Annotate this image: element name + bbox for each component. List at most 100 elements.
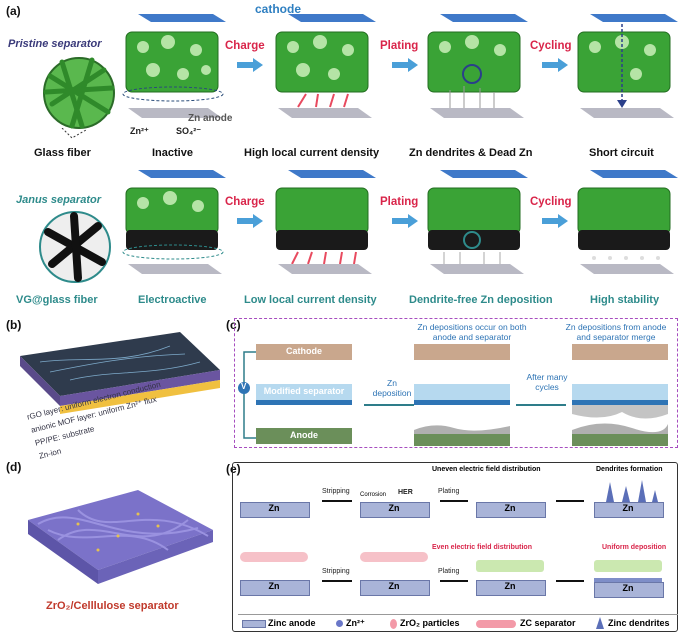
panel-c-frame xyxy=(234,318,678,448)
so4-label: SO₄²⁻ xyxy=(176,126,202,136)
panel-e-letter: (e) xyxy=(226,462,241,476)
pristine-block-charge xyxy=(275,14,376,118)
legend-zn-ion: Zn-ion xyxy=(38,446,63,461)
arrow-3 xyxy=(556,500,584,502)
zc-separator-4 xyxy=(594,560,662,572)
step-zn-deposition: Zn deposition xyxy=(372,378,412,398)
panel-c-letter: (c) xyxy=(226,318,241,332)
zn-label-2: Zn xyxy=(388,503,400,513)
caption-inactive: Inactive xyxy=(152,147,193,159)
step-plating-bottom: Plating xyxy=(380,196,419,208)
arrow-right-icon xyxy=(392,58,418,72)
janus-block-electroactive xyxy=(122,170,226,274)
zn-anode-block-6 xyxy=(360,580,430,596)
pristine-separator-label: Pristine separator xyxy=(8,38,102,50)
zn-label-8: Zn xyxy=(622,583,634,593)
legend-zinc-anode: Zinc anode xyxy=(268,618,316,628)
magnifier-pointer xyxy=(61,128,87,139)
panel-b-letter: (b) xyxy=(6,318,22,332)
zn-label-5: Zn xyxy=(268,581,280,591)
cathode-bar xyxy=(256,344,352,360)
zn-label-6: Zn xyxy=(388,581,400,591)
caption-low-local-current: Low local current density xyxy=(244,294,377,306)
step-cycling-top: Cycling xyxy=(530,40,572,52)
pristine-block-inactive xyxy=(122,14,226,118)
zn-anode-block-2 xyxy=(360,502,430,518)
step-cycling-bottom: Cycling xyxy=(530,196,572,208)
arrow-5 xyxy=(440,580,468,582)
step-plating-top: Plating xyxy=(380,40,419,52)
dendrites-formation-label: Dendrites formation xyxy=(596,466,663,473)
arrow-6 xyxy=(556,580,584,582)
zn-ion-label: Zn²⁺ xyxy=(130,126,149,136)
separator-coating-2 xyxy=(414,400,510,405)
legend-zro2: ZrO₂ particles xyxy=(400,618,460,628)
corrosion-label: Corrosion xyxy=(360,492,387,498)
step-charge-bottom: Charge xyxy=(225,196,265,208)
pristine-block-plating xyxy=(427,14,528,118)
cathode-text: Cathode xyxy=(286,346,322,356)
janus-block-cycling xyxy=(577,170,678,274)
plating-label-2: Plating xyxy=(438,568,460,575)
voltage-icon: V xyxy=(241,382,247,391)
legend-zn-ion-e: Zn²⁺ xyxy=(346,618,365,628)
vg-glass-fiber-magnifier xyxy=(39,211,111,283)
caption-glass-fiber: Glass fiber xyxy=(34,147,91,159)
caption-zn-dendrites: Zn dendrites & Dead Zn xyxy=(409,147,533,159)
uniform-deposition-label: Uniform deposition xyxy=(602,544,667,551)
step-charge-top: Charge xyxy=(225,40,265,52)
modified-separator-bar xyxy=(256,384,352,400)
panel-d-letter: (d) xyxy=(6,460,22,474)
janus-block-plating xyxy=(427,170,528,274)
legend-zinc-anode-swatch xyxy=(242,620,266,628)
stripping-label-1: Stripping xyxy=(322,488,350,495)
separator-bar-2 xyxy=(414,384,510,400)
arrow-4 xyxy=(322,580,352,582)
merged-dendrites xyxy=(572,400,668,446)
modified-separator-text: Modified separator xyxy=(263,386,345,396)
zc-separator-2 xyxy=(360,552,428,562)
arrow-right-icon xyxy=(392,214,418,228)
note-deposition-both: Zn depositions occur on both anode and s… xyxy=(417,322,527,342)
her-label: HER xyxy=(398,489,413,496)
cathode-bar-2 xyxy=(414,344,510,360)
arrow-line-2 xyxy=(516,404,566,406)
anode-bar xyxy=(256,428,352,444)
caption-dendrite-free: Dendrite-free Zn deposition xyxy=(409,294,553,306)
zn-anode-block-1 xyxy=(240,502,310,518)
arrow-2 xyxy=(440,500,468,502)
zc-separator-1 xyxy=(240,552,308,562)
anode-bar-2 xyxy=(414,425,510,446)
zn-label-3: Zn xyxy=(504,503,516,513)
arrow-right-icon xyxy=(542,214,568,228)
zro2-cellulose-mat xyxy=(28,490,213,584)
cathode-bar-3 xyxy=(572,344,668,360)
arrow-right-icon xyxy=(237,214,263,228)
zc-separator-3 xyxy=(476,560,544,572)
even-field-label: Even electric field distribution xyxy=(432,544,532,551)
panel-b-layered-separator xyxy=(20,332,220,414)
pristine-block-cycling xyxy=(577,14,678,118)
caption-vg-glass-fiber: VG@glass fiber xyxy=(16,294,98,306)
janus-separator-label: Janus separator xyxy=(16,194,101,206)
zn-label-4: Zn xyxy=(622,503,634,513)
anode-text: Anode xyxy=(290,430,318,440)
arrow-right-icon xyxy=(237,58,263,72)
legend-divider xyxy=(238,614,678,615)
zn-anode-block-3 xyxy=(476,502,546,518)
dendrite-spikes xyxy=(606,480,658,502)
plating-label-1: Plating xyxy=(438,488,460,495)
caption-electroactive: Electroactive xyxy=(138,294,207,306)
janus-block-charge xyxy=(275,170,376,274)
separator-coating xyxy=(256,400,352,405)
zn-label-7: Zn xyxy=(504,581,516,591)
zn-anode-block-4 xyxy=(594,502,664,518)
caption-high-local-current: High local current density xyxy=(244,147,380,159)
separator-bar-3 xyxy=(572,384,668,400)
arrow-line xyxy=(364,404,414,406)
panel-a-letter: (a) xyxy=(6,4,21,18)
legend-zinc-dendrites: Zinc dendrites xyxy=(608,618,670,628)
legend-zn-ion-swatch xyxy=(336,620,343,627)
glass-fiber-magnifier xyxy=(43,57,115,129)
uneven-field-label: Uneven electric field distribution xyxy=(432,466,541,473)
